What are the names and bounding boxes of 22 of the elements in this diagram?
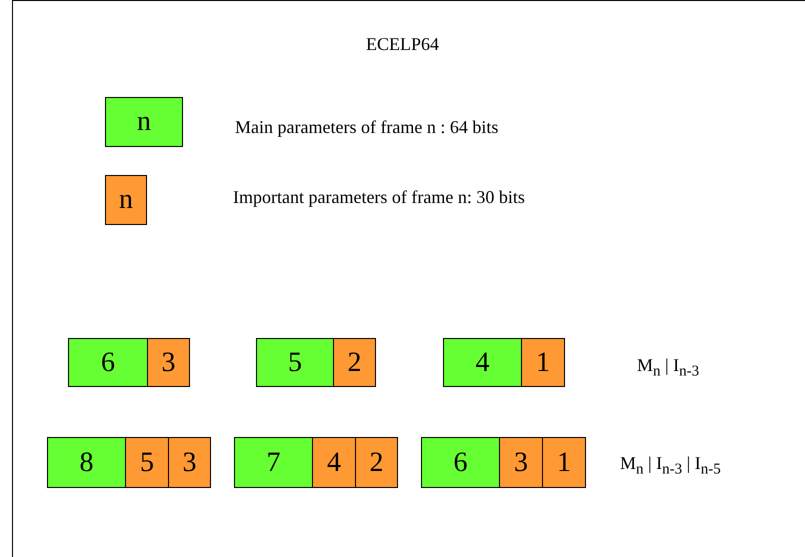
parameter-cell: 1 <box>521 338 565 387</box>
parameter-cell: 8 <box>47 437 126 488</box>
sample-box: n <box>105 175 147 225</box>
parameter-cell: 2 <box>333 338 376 387</box>
parameter-cell: 6 <box>68 338 148 387</box>
parameter-cell: 2 <box>355 437 398 488</box>
legend-description: Important parameters of frame n: 30 bits <box>233 187 525 208</box>
parameter-cell: 1 <box>542 437 586 488</box>
parameter-cell: 3 <box>168 437 211 488</box>
packet-format-label: M$_{n}$ | I$_{n-3}$ | I$_{n-5}$ <box>620 453 721 479</box>
parameter-cell: 5 <box>256 338 334 387</box>
parameter-cell: 4 <box>443 338 522 387</box>
packet-format-label: M$_{n}$ | I$_{n-3}$ <box>637 355 700 381</box>
diagram-title: ECELP64 <box>364 34 440 55</box>
parameter-cell: 5 <box>125 437 169 488</box>
parameter-cell: 3 <box>499 437 543 488</box>
parameter-cell: 6 <box>421 437 500 488</box>
parameter-cell: 3 <box>147 338 190 387</box>
legend-description: Main parameters of frame n : 64 bits <box>235 117 498 138</box>
parameter-cell: 4 <box>312 437 356 488</box>
sample-box: n <box>105 97 183 147</box>
parameter-cell: 7 <box>234 437 313 488</box>
